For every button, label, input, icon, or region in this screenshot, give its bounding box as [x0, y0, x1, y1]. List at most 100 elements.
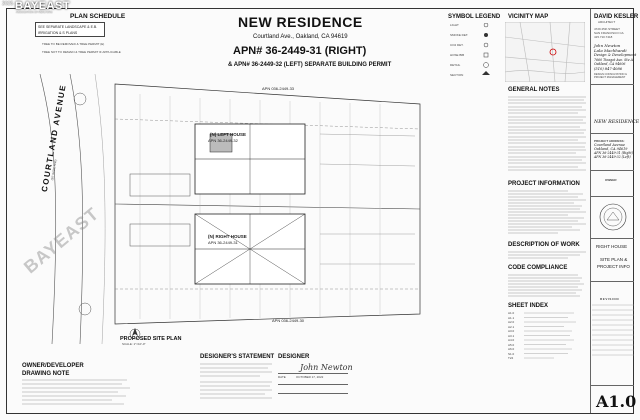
- designer-date: OCTOBER 17, 2022: [296, 375, 324, 379]
- description-text: [508, 251, 586, 259]
- firm-consult-city: Oakland, CA 94606: [594, 62, 626, 66]
- revision-table: [592, 304, 634, 356]
- firm-name: DAVID KESLER: [594, 14, 639, 20]
- title-block-line: [591, 84, 634, 85]
- site-plan-caption: PROPOSED SITE PLAN: [120, 336, 182, 342]
- project-apn-secondary: & APN# 36-2449-32 (LEFT) SEPARATE BUILDI…: [228, 62, 392, 68]
- firm-contact: Lala Machhandi: [594, 48, 627, 53]
- code-compliance-text: [508, 274, 584, 297]
- firm-phone: 415.710.7418: [594, 35, 613, 39]
- description-heading: DESCRIPTION OF WORK: [508, 242, 580, 248]
- tb-sheet-title: SITE PLAN &: [600, 257, 628, 262]
- firm-city: SAN FRANCISCO CA: [594, 31, 624, 35]
- tb-apn: APN 36-2449-32 (Left): [594, 155, 631, 159]
- designer-statement-heading: DESIGNER'S STATEMENT: [200, 354, 275, 360]
- tb-address: Courtland Avenue: [594, 143, 625, 147]
- sheet-index-row: A5.0: [508, 342, 515, 347]
- left-house-label: (N) LEFT HOUSE: [210, 132, 246, 137]
- sheet-index-row: A6.0: [508, 347, 515, 351]
- project-info-heading: PROJECT INFORMATION: [508, 181, 580, 187]
- sheet-border: [6, 8, 634, 414]
- project-info-text: [508, 190, 586, 234]
- legend-row: SECTION: [450, 73, 464, 77]
- title-block-divider: [590, 9, 591, 413]
- general-notes-heading: GENERAL NOTES: [508, 87, 560, 93]
- right-house-label: (N) RIGHT HOUSE: [208, 234, 247, 239]
- legend-row: LIGHT: [450, 23, 459, 27]
- tb-address-label: PROJECT ADDRESS:: [594, 139, 625, 143]
- sheet-index-list: A1.0 A1.1 A2.0 A2.1 A3.0 A3.1 A4.0 A5.0 …: [508, 311, 588, 371]
- legend-symbols: [482, 23, 490, 75]
- sheet-index-row: A3.0: [508, 329, 515, 333]
- title-block-line: [591, 133, 634, 134]
- legend-row: SMOKE DET.: [450, 33, 469, 37]
- logo-tag: ASSOCIATION OF REALTORS: [16, 11, 53, 14]
- vicinity-map: [505, 22, 585, 82]
- drawing-note-heading: DRAWING NOTE: [22, 371, 70, 377]
- project-apn: APN# 36-2449-31 (RIGHT): [233, 45, 367, 57]
- bayeast-logo: 2025 BAYEAST ASSOCIATION OF REALTORS: [0, 0, 70, 18]
- tb-sheet-title: PROJECT INFO: [597, 264, 630, 269]
- sheet-index-heading: SHEET INDEX: [508, 303, 549, 309]
- sheet-index-row: A2.1: [508, 324, 515, 329]
- designer-heading: DESIGNER: [278, 354, 310, 360]
- sheet-index-row: S1.0: [508, 351, 515, 356]
- legend-row: HOSE BIB: [450, 53, 465, 57]
- owner-note-text: [22, 379, 130, 405]
- signature-line: [278, 373, 348, 374]
- plan-schedule-note: TREE TO BE REMOVED & TREE PERMIT (E): [42, 42, 105, 46]
- logo-year: 2025: [2, 1, 14, 7]
- sheet-index-row: A3.1: [508, 333, 515, 338]
- designer-statement-text: [200, 363, 272, 399]
- firm-consult: Design & Development: [594, 53, 637, 57]
- logo-brand: BAYEAST: [15, 0, 71, 12]
- project-address: Courtland Ave., Oakland, CA 94619: [253, 34, 348, 40]
- symbol-legend: LIGHT SMOKE DET. CO2 DET. HOSE BIB DETAI…: [450, 23, 498, 83]
- designer-line: [278, 393, 348, 394]
- sheet-index-row: A2.0: [508, 320, 515, 324]
- tb-owner-label: OWNER: [605, 178, 617, 182]
- tb-revision: REVISION: [600, 297, 620, 301]
- plan-schedule-item: SEE SEPARATE LANDSCAPE & E.B.: [38, 25, 98, 29]
- general-notes-text: [508, 96, 586, 171]
- title-block-line: [591, 238, 634, 239]
- apn-bottom-label: APN 036-2449-30: [272, 318, 305, 323]
- apn-top-label: APN 036-2449-33: [262, 86, 295, 91]
- project-title: NEW RESIDENCE: [238, 14, 363, 30]
- vicinity-map-heading: VICINITY MAP: [508, 14, 549, 20]
- sheet-index-lines: [524, 312, 576, 359]
- plan-schedule-item: IRRIGATION & S PLANS: [38, 31, 78, 35]
- title-block-line: [591, 170, 634, 171]
- firm-consult-addr: 7660 Tioagot Ave. Ste A: [594, 58, 633, 62]
- firm-tag: ARCHITECT: [598, 20, 616, 24]
- sheet-index-row: A4.0: [508, 338, 515, 342]
- plan-schedule-box: SEE SEPARATE LANDSCAPE & E.B. IRRIGATION…: [35, 22, 105, 37]
- firm-contact: John Newton: [594, 43, 621, 48]
- firm-consult-phone: (510) 847-4086: [594, 67, 623, 71]
- plan-schedule-heading: PLAN SCHEDULE: [70, 13, 126, 20]
- symbol-legend-heading: SYMBOL LEGEND: [448, 14, 501, 20]
- firm-address: 4729 25th STREET: [594, 27, 621, 31]
- code-compliance-heading: CODE COMPLIANCE: [508, 265, 568, 271]
- left-house-apn: APN 36-2449-32: [208, 138, 238, 143]
- designer-signature: John Newton: [300, 363, 353, 372]
- sheet-index-row: T24: [508, 356, 514, 360]
- site-plan-scale: SCALE: 1"=10'-0": [122, 342, 146, 346]
- designer-date-label: DATE: [278, 375, 286, 379]
- state-seal: [599, 203, 627, 231]
- firm-consult-role-text: DESIGN CONSULTATION & PROJECT MANAGEMENT: [594, 73, 627, 79]
- site-plan-drawing: [39, 74, 421, 344]
- designer-line: [278, 384, 348, 385]
- sheet-index-row: A1.0: [508, 311, 515, 315]
- title-block-line: [591, 196, 634, 197]
- tb-city: Oakland, CA 94619: [594, 147, 628, 151]
- legend-row: DETAIL: [450, 63, 461, 67]
- plan-schedule-note: TREE NOT TO REMAIN & TREE PERMIT IF APPL…: [42, 50, 121, 54]
- tb-project: NEW RESIDENCE: [594, 120, 640, 125]
- tb-sheet-title: RIGHT HOUSE: [596, 244, 628, 249]
- title-block-line: [591, 385, 634, 386]
- right-house-apn: APN 36-2449-31: [208, 240, 238, 245]
- tb-apn: APN 36-2449-31 (Right): [594, 151, 633, 155]
- sheet-number: A1.0: [596, 392, 637, 411]
- firm-consult-role: DESIGN CONSULTATION & PROJECT MANAGEMENT: [594, 73, 636, 79]
